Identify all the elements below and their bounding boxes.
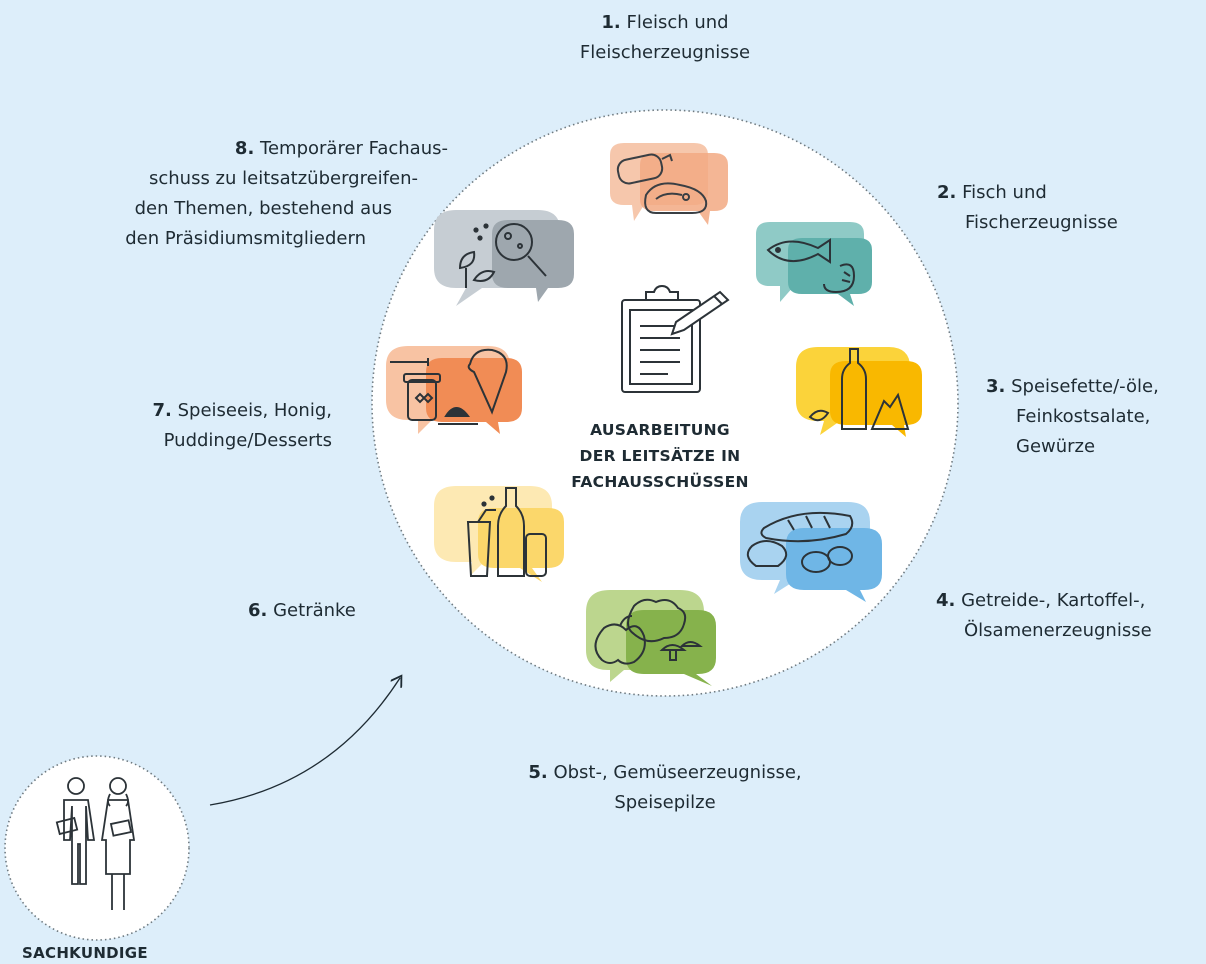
committee-line: Speisepilze bbox=[614, 792, 716, 813]
drinks-icon bbox=[434, 486, 564, 582]
committee-line: Gewürze bbox=[1016, 436, 1096, 457]
committee-label-8: 8. Temporärer Fachaus- schuss zu leitsat… bbox=[40, 134, 448, 254]
committee-line: Feinkostsalate, bbox=[1016, 406, 1151, 427]
sausage-steak-icon bbox=[610, 143, 728, 225]
committee-number: 8. bbox=[234, 138, 255, 159]
committee-label-6: 6. Getränke bbox=[248, 596, 356, 626]
committee-line: Ölsamenerzeugnisse bbox=[964, 620, 1152, 641]
committee-line: Getränke bbox=[273, 600, 356, 621]
clipboard-pencil-icon bbox=[621, 284, 730, 393]
committee-line: Speisefette/-öle, bbox=[1011, 376, 1159, 397]
committee-line: Fleisch und bbox=[626, 12, 729, 33]
committee-number: 3. bbox=[986, 376, 1006, 397]
flow-arrow bbox=[209, 678, 400, 806]
committee-line: den Themen, bestehend aus bbox=[134, 198, 392, 219]
center-title-line: DER LEITSÄTZE IN bbox=[579, 447, 741, 465]
committee-number: 4. bbox=[936, 590, 956, 611]
icecream-honey-pudding-icon bbox=[386, 346, 522, 434]
committee-label-3: 3. Speisefette/-öle, Feinkostsalate, Gew… bbox=[986, 372, 1159, 462]
committee-label-7: 7. Speiseeis, Honig, Puddinge/Desserts bbox=[96, 396, 333, 456]
committee-line: Puddinge/Desserts bbox=[163, 430, 332, 451]
committee-line: den Präsidiumsmitgliedern bbox=[125, 228, 366, 249]
center-title-line: FACHAUSSCHÜSSEN bbox=[571, 473, 749, 491]
committee-number: 2. bbox=[937, 182, 957, 203]
fish-shrimp-icon bbox=[756, 222, 872, 306]
committee-number: 5. bbox=[528, 762, 548, 783]
center-title: AUSARBEITUNG DER LEITSÄTZE IN FACHAUSSCH… bbox=[560, 417, 760, 495]
committee-line: schuss zu leitsatzübergreifen- bbox=[148, 168, 418, 189]
experts-circle bbox=[4, 755, 190, 941]
committee-number: 6. bbox=[248, 600, 268, 621]
committee-line: Obst-, Gemüseerzeugnisse, bbox=[553, 762, 802, 783]
oil-bottle-spice-icon bbox=[796, 347, 922, 437]
committee-line: Fischerzeugnisse bbox=[965, 212, 1118, 233]
committee-label-1: 1. Fleisch und Fleischerzeugnisse bbox=[560, 8, 770, 68]
magnifier-leaves-icon bbox=[434, 210, 574, 306]
committee-line: Temporärer Fachaus- bbox=[260, 138, 448, 159]
committee-line: Fleischerzeugnisse bbox=[579, 42, 751, 63]
bread-potato-icon bbox=[740, 502, 882, 602]
committee-number: 7. bbox=[152, 400, 172, 421]
experts-label: SACHKUNDIGE bbox=[22, 944, 148, 962]
committee-line: Fisch und bbox=[962, 182, 1047, 203]
committee-label-5: 5. Obst-, Gemüseerzeugnisse, Speisepilze bbox=[490, 758, 840, 818]
committee-line: Getreide-, Kartoffel-, bbox=[961, 590, 1146, 611]
two-people-with-books-icon bbox=[55, 777, 136, 910]
apple-cauliflower-mushroom-icon bbox=[586, 590, 716, 686]
committee-label-2: 2. Fisch und Fischerzeugnisse bbox=[937, 178, 1118, 238]
committee-label-4: 4. Getreide-, Kartoffel-, Ölsamenerzeugn… bbox=[936, 586, 1152, 646]
committee-line: Speiseeis, Honig, bbox=[177, 400, 332, 421]
committee-number: 1. bbox=[601, 12, 621, 33]
center-title-line: AUSARBEITUNG bbox=[590, 421, 730, 439]
